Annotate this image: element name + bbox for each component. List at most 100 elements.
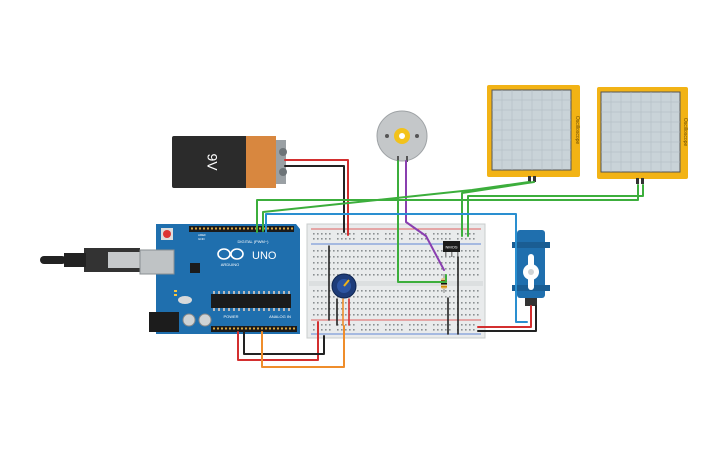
header-pin (287, 227, 289, 230)
breadboard-hole (473, 329, 475, 331)
breadboard-hole (437, 262, 439, 264)
breadboard-hole (389, 290, 391, 292)
breadboard-hole (357, 314, 359, 316)
breadboard-hole (385, 262, 387, 264)
breadboard-hole (389, 262, 391, 264)
breadboard-hole (313, 233, 315, 235)
breadboard-hole (465, 302, 467, 304)
wire-motor-purple[interactable] (405, 160, 445, 271)
chip-pin (263, 291, 265, 294)
chip-pin (283, 291, 285, 294)
wire-scope1-ground[interactable] (461, 181, 535, 237)
breadboard-hole (425, 308, 427, 310)
header-pin (231, 227, 233, 230)
breadboard-hole (409, 296, 411, 298)
breadboard-hole (337, 238, 339, 240)
breadboard-hole (349, 274, 351, 276)
header-pin (279, 227, 281, 230)
header-pin (247, 227, 249, 230)
breadboard-hole (333, 302, 335, 304)
battery-9v[interactable]: 9V (172, 136, 287, 188)
breadboard-hole (345, 268, 347, 270)
wire-arduino-gnd[interactable] (243, 331, 325, 355)
breadboard-hole (453, 256, 455, 258)
breadboard-hole (401, 233, 403, 235)
wire-arduino-5v[interactable] (237, 321, 319, 361)
wire-servo-signal[interactable] (265, 213, 528, 323)
breadboard-hole (377, 324, 379, 326)
chip-pin (288, 308, 290, 311)
header-pin (277, 327, 279, 330)
breadboard-hole (381, 290, 383, 292)
wire-motor-green[interactable] (397, 160, 447, 283)
breadboard-hole (413, 290, 415, 292)
breadboard-hole (473, 268, 475, 270)
wire-servo-power[interactable] (477, 305, 532, 328)
breadboard-hole (377, 308, 379, 310)
breadboard-hole (401, 274, 403, 276)
breadboard-hole (441, 233, 443, 235)
header-pin (207, 227, 209, 230)
breadboard-hole (361, 268, 363, 270)
breadboard-hole (317, 302, 319, 304)
wire-scope2-ground[interactable] (467, 184, 644, 237)
arduino-uno[interactable]: DIGITAL (PWM~) POWER ANALOG IN AREF GND … (40, 224, 300, 334)
breadboard-hole (425, 302, 427, 304)
breadboard-hole (413, 262, 415, 264)
breadboard-hole (417, 290, 419, 292)
breadboard-hole (437, 329, 439, 331)
breadboard-hole (357, 296, 359, 298)
breadboard-hole (433, 256, 435, 258)
oscilloscope-1[interactable]: Oscilloscope (487, 85, 580, 182)
breadboard-hole (441, 296, 443, 298)
header-pin (245, 327, 247, 330)
wire-servo-ground[interactable] (477, 305, 537, 332)
reset-button[interactable] (163, 230, 171, 238)
breadboard-hole (361, 238, 363, 240)
header-pin (267, 227, 269, 230)
breadboard-hole (369, 314, 371, 316)
chip-pin (248, 308, 250, 311)
header-pin (269, 327, 271, 330)
oscilloscope-2[interactable]: Oscilloscope (597, 87, 688, 184)
wire-arduino-a0[interactable] (261, 325, 345, 368)
breadboard-hole (373, 314, 375, 316)
wire-battery-negative[interactable] (284, 165, 345, 233)
breadboard-hole (353, 250, 355, 252)
breadboard-hole (373, 308, 375, 310)
breadboard-hole (373, 290, 375, 292)
header-pin (211, 227, 213, 230)
motor-screw-left (385, 134, 389, 138)
header-pin (227, 227, 229, 230)
breadboard-hole (369, 302, 371, 304)
servo-motor[interactable] (512, 230, 550, 306)
breadboard-hole (477, 250, 479, 252)
breadboard-hole (449, 274, 451, 276)
breadboard-hole (465, 296, 467, 298)
breadboard-hole (341, 250, 343, 252)
potentiometer[interactable] (331, 273, 357, 299)
breadboard-hole (437, 296, 439, 298)
atmega-chip (211, 294, 291, 308)
breadboard-hole (325, 329, 327, 331)
nmos-transistor[interactable]: NMOS (443, 241, 460, 257)
breadboard-hole (469, 314, 471, 316)
breadboard-hole (433, 329, 435, 331)
dc-motor[interactable] (376, 110, 428, 162)
breadboard-hole (429, 256, 431, 258)
breadboard-hole (413, 296, 415, 298)
breadboard-hole (385, 256, 387, 258)
resistor-band-2 (441, 283, 447, 285)
wire-battery-positive[interactable] (284, 159, 349, 236)
breadboard-hole (385, 308, 387, 310)
nmos-pin-3 (457, 252, 459, 257)
breadboard-hole (373, 238, 375, 240)
wire-scope2-signal[interactable] (256, 184, 639, 233)
breadboard-hole (317, 238, 319, 240)
breadboard-hole (385, 329, 387, 331)
breadboard-hole (469, 256, 471, 258)
breadboard-hole (465, 256, 467, 258)
breadboard-hole (337, 233, 339, 235)
battery-terminal-block (276, 140, 286, 184)
breadboard-hole (409, 302, 411, 304)
